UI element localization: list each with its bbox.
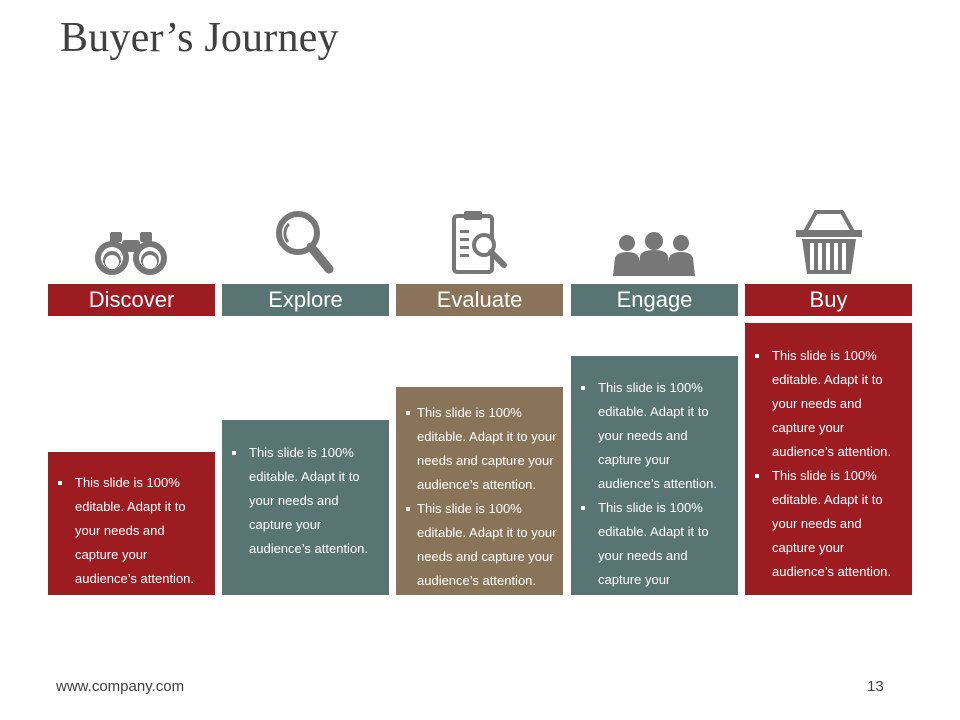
bullet-text: This slide is 100% editable. Adapt it to… (396, 401, 561, 497)
bullet-text: This slide is 100% editable. Adapt it to… (745, 464, 900, 584)
binoculars-icon (95, 232, 167, 275)
people-group-icon (613, 232, 695, 276)
stage-box-evaluate: This slide is 100% editable. Adapt it to… (396, 387, 563, 595)
slide-title: Buyer’s Journey (60, 15, 339, 61)
stage-box-engage: This slide is 100% editable. Adapt it to… (571, 356, 738, 595)
bullet-text: This slide is 100% editable. Adapt it to… (571, 376, 726, 496)
stage-label-discover: Discover (48, 284, 215, 316)
stage-label-evaluate: Evaluate (396, 284, 563, 316)
bullet-text: This slide is 100% editable. Adapt it to… (222, 441, 377, 561)
stage-box-explore: This slide is 100% editable. Adapt it to… (222, 420, 389, 595)
bullet-text: This slide is 100% editable. Adapt it to… (571, 496, 726, 592)
stage-label-buy: Buy (745, 284, 912, 316)
footer-url: www.company.com (56, 678, 185, 695)
stage-box-discover: This slide is 100% editable. Adapt it to… (48, 452, 215, 595)
shopping-basket-icon (796, 210, 862, 274)
clipboard-search-icon (452, 211, 507, 274)
stage-label-explore: Explore (222, 284, 389, 316)
page-number: 13 (867, 678, 884, 695)
stage-label-engage: Engage (571, 284, 738, 316)
bullet-text: This slide is 100% editable. Adapt it to… (745, 344, 900, 464)
bullet-text: This slide is 100% editable. Adapt it to… (48, 471, 203, 591)
stage-box-buy: This slide is 100% editable. Adapt it to… (745, 323, 912, 595)
bullet-text: This slide is 100% editable. Adapt it to… (396, 497, 561, 593)
magnifying-glass-icon (276, 211, 334, 274)
